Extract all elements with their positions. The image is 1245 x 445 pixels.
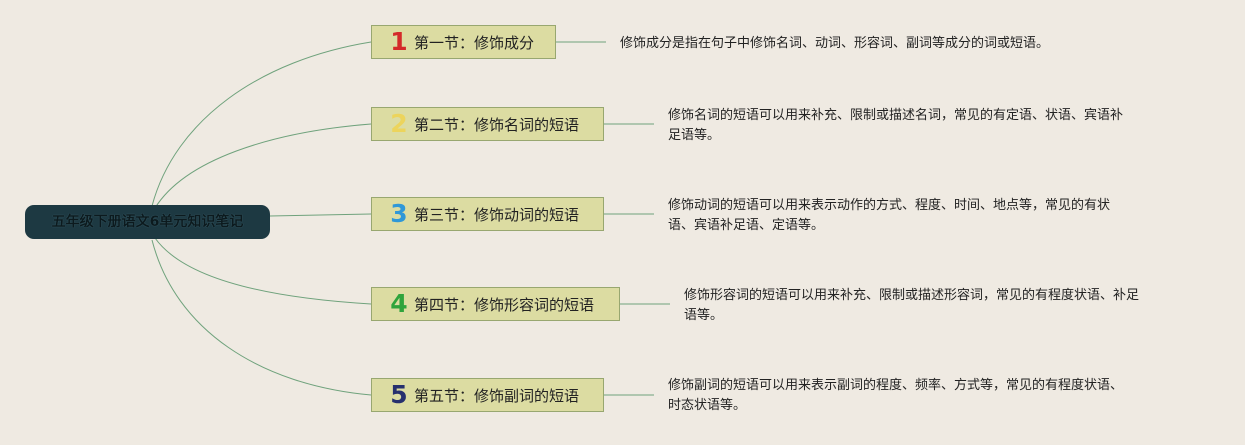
- section-desc-4: 修饰形容词的短语可以用来补充、限制或描述形容词，常见的有程度状语、补足 语等。: [684, 288, 1140, 323]
- section-node-3[interactable]: 3 第三节：修饰动词的短语: [371, 197, 604, 231]
- section-node-1[interactable]: 1 第一节：修饰成分: [371, 25, 556, 59]
- number-2-icon: 2: [390, 109, 408, 138]
- number-5-icon: 5: [390, 380, 408, 409]
- section-title-4: 第四节：修饰形容词的短语: [414, 295, 595, 314]
- section-desc-3: 修饰动词的短语可以用来表示动作的方式、程度、时间、地点等，常见的有状 语、宾语补…: [668, 198, 1111, 233]
- link-root-section-2: [154, 123, 372, 209]
- section-title-2: 第二节：修饰名词的短语: [414, 115, 580, 134]
- section-node-5[interactable]: 5 第五节：修饰副词的短语: [371, 378, 604, 412]
- link-root-section-1: [151, 41, 372, 207]
- link-root-section-5: [151, 239, 372, 396]
- section-title-1: 第一节：修饰成分: [414, 33, 535, 52]
- section-node-4[interactable]: 4 第四节：修饰形容词的短语: [371, 287, 620, 321]
- link-root-section-3: [269, 213, 372, 217]
- number-3-icon: 3: [390, 199, 408, 228]
- number-1-icon: 1: [390, 27, 408, 56]
- section-desc-2: 修饰名词的短语可以用来补充、限制或描述名词，常见的有定语、状语、宾语补 足语等。: [668, 108, 1124, 143]
- section-desc-5: 修饰副词的短语可以用来表示副词的程度、频率、方式等，常见的有程度状语、 时态状语…: [668, 378, 1124, 413]
- root-topic[interactable]: 五年级下册语文6单元知识笔记: [25, 205, 270, 239]
- link-root-section-4: [154, 237, 372, 305]
- section-title-5: 第五节：修饰副词的短语: [414, 386, 580, 405]
- number-4-icon: 4: [390, 289, 408, 318]
- section-desc-1: 修饰成分是指在句子中修饰名词、动词、形容词、副词等成分的词或短语。: [620, 36, 1050, 51]
- section-title-3: 第三节：修饰动词的短语: [414, 205, 580, 224]
- section-node-2[interactable]: 2 第二节：修饰名词的短语: [371, 107, 604, 141]
